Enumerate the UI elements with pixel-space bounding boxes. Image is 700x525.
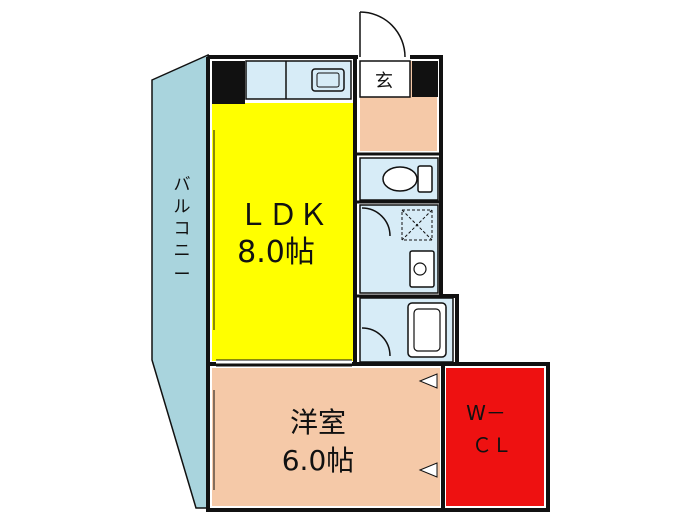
wcl-room [446, 368, 544, 506]
washer-space-icon [401, 209, 433, 241]
ldk-size: 8.0帖 [237, 235, 315, 270]
svg-text:コ: コ [174, 219, 191, 239]
closet-door-marker [418, 462, 438, 478]
pillar-left [212, 61, 245, 104]
washroom-door-swing [361, 207, 391, 237]
entrance-door-swing [359, 11, 406, 58]
svg-text:ル: ル [174, 197, 191, 217]
wcl-label-2: ＣＬ [472, 433, 512, 457]
ldk-label: ＬＤＫ [238, 198, 328, 233]
toilet-icon [382, 165, 433, 193]
svg-text:ニ: ニ [174, 241, 191, 261]
bathtub-icon [407, 302, 447, 358]
balcony-area [151, 53, 209, 509]
closet-door-marker [418, 373, 438, 389]
pillar-right [412, 61, 438, 97]
ldk-room [212, 103, 353, 361]
kitchen-sink-icon [311, 68, 345, 92]
western-room [212, 368, 440, 506]
bathroom-door-swing [361, 327, 391, 357]
western-room-size: 6.0帖 [282, 444, 355, 477]
balcony-label: バ ル コ ニ ー [174, 175, 191, 285]
wcl-label: W－ [466, 401, 506, 425]
entrance-label: 玄 [375, 71, 393, 92]
svg-text:バ: バ [174, 175, 191, 195]
svg-text:ー: ー [174, 265, 191, 285]
western-room-label: 洋室 [290, 406, 346, 439]
wash-basin-icon [409, 250, 435, 288]
